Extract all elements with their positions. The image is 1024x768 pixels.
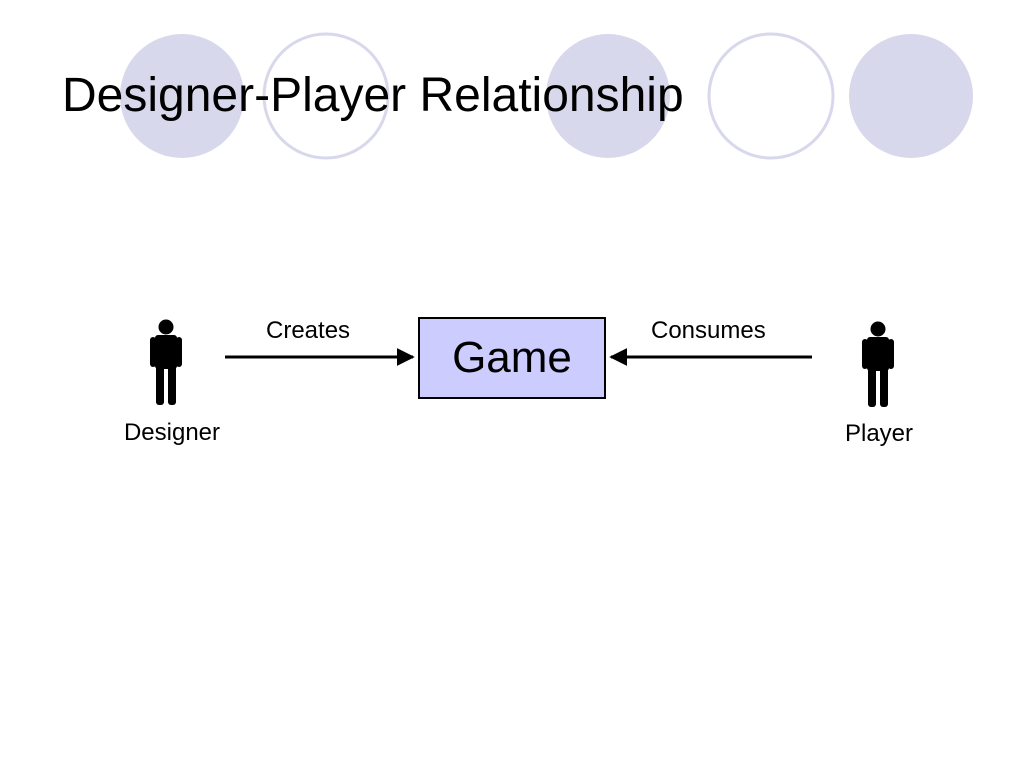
- decor-circle-outline-2: [707, 32, 835, 160]
- decor-circle-filled-2: [546, 34, 670, 158]
- game-node: Game: [418, 317, 606, 399]
- player-person-icon: [862, 321, 894, 407]
- slide-title: Designer-Player Relationship: [62, 69, 684, 122]
- consumes-edge-label: Consumes: [651, 317, 766, 344]
- decor-circle-outline-1: [262, 32, 390, 160]
- decor-circle-filled-1: [120, 34, 244, 158]
- decor-circle-filled-3: [849, 34, 973, 158]
- decorative-circles: [120, 32, 973, 160]
- player-label: Player: [844, 420, 914, 447]
- game-node-label: Game: [452, 333, 572, 382]
- designer-label: Designer: [123, 419, 221, 446]
- creates-edge-label: Creates: [266, 317, 351, 344]
- designer-person-icon: [150, 319, 182, 405]
